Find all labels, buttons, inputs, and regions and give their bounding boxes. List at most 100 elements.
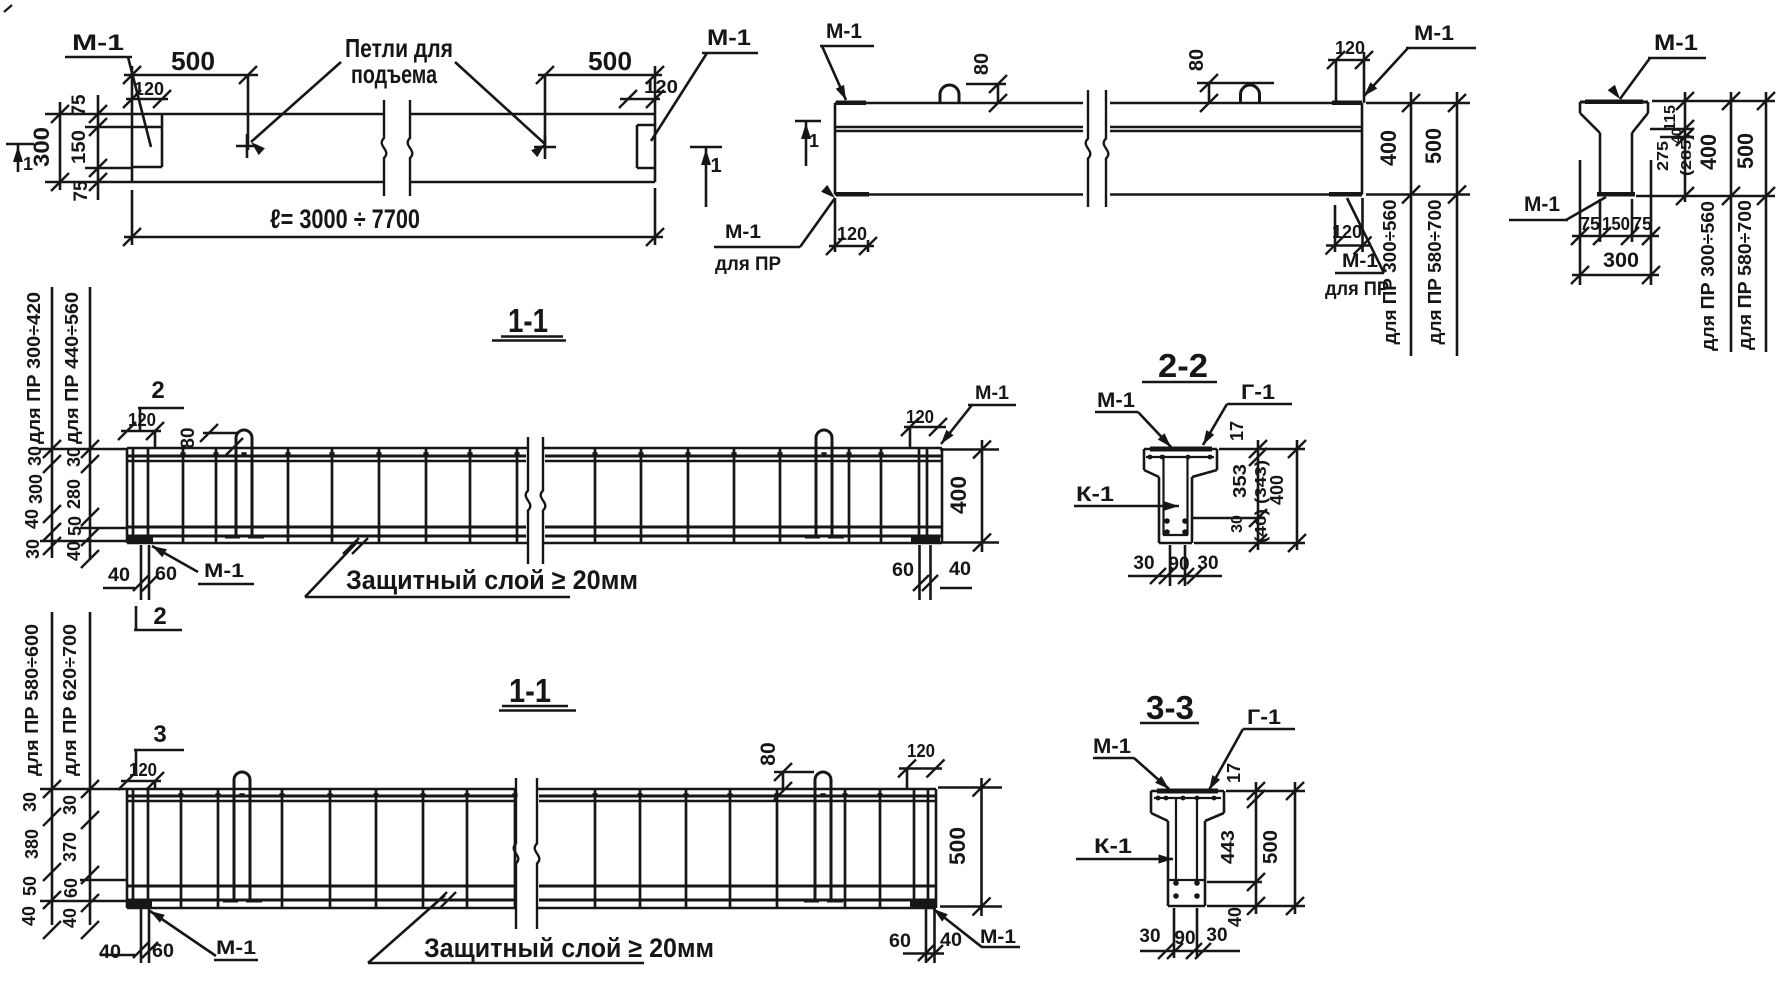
svg-text:300: 300 <box>29 127 54 167</box>
svg-text:для ПР 300÷560: для ПР 300÷560 <box>1380 200 1400 345</box>
svg-text:для ПР 300÷420: для ПР 300÷420 <box>24 292 44 444</box>
svg-text:М-1: М-1 <box>826 20 862 43</box>
svg-text:75: 75 <box>71 180 92 202</box>
svg-text:30: 30 <box>64 447 84 467</box>
svg-text:40: 40 <box>19 906 39 926</box>
svg-text:30: 30 <box>1133 553 1154 574</box>
svg-text:М-1: М-1 <box>725 222 761 243</box>
svg-text:500: 500 <box>171 46 215 76</box>
svg-text:М-1: М-1 <box>72 30 124 55</box>
svg-text:75: 75 <box>69 94 90 116</box>
svg-text:17: 17 <box>1224 763 1244 783</box>
svg-text:К-1: К-1 <box>1076 483 1114 506</box>
svg-text:120: 120 <box>1335 38 1365 58</box>
svg-text:30: 30 <box>1206 925 1227 946</box>
svg-text:120: 120 <box>907 741 935 761</box>
svg-text:30: 30 <box>60 795 80 815</box>
svg-text:75: 75 <box>1580 214 1600 234</box>
svg-text:для ПР 580÷700: для ПР 580÷700 <box>1425 200 1445 345</box>
svg-text:60: 60 <box>889 931 911 952</box>
svg-text:2: 2 <box>151 377 164 404</box>
svg-text:К-1: К-1 <box>1094 835 1132 858</box>
svg-text:30: 30 <box>1197 553 1218 574</box>
svg-text:75: 75 <box>1632 214 1652 234</box>
svg-text:120: 120 <box>837 224 867 244</box>
svg-text:40: 40 <box>1668 128 1684 144</box>
svg-text:Г-1: Г-1 <box>1247 706 1281 729</box>
svg-text:3: 3 <box>153 721 166 748</box>
svg-text:90: 90 <box>1174 928 1195 949</box>
svg-text:500: 500 <box>588 46 632 76</box>
svg-text:80: 80 <box>178 427 199 448</box>
svg-text:60: 60 <box>892 560 914 581</box>
svg-text:1: 1 <box>809 131 819 151</box>
svg-text:120: 120 <box>129 760 157 780</box>
svg-text:2: 2 <box>153 603 166 630</box>
svg-text:50: 50 <box>65 516 85 536</box>
svg-text:Г-1: Г-1 <box>1241 381 1275 404</box>
svg-text:для ПР 580÷700: для ПР 580÷700 <box>1735 200 1755 350</box>
svg-text:275: 275 <box>1655 141 1672 171</box>
svg-text:120: 120 <box>134 79 164 99</box>
svg-text:50: 50 <box>20 876 40 896</box>
svg-text:(343): (343) <box>1253 460 1270 504</box>
svg-text:для ПР 300÷560: для ПР 300÷560 <box>1698 201 1718 351</box>
svg-text:М-1: М-1 <box>1654 30 1698 55</box>
svg-text:М-1: М-1 <box>1093 735 1131 758</box>
svg-text:для ПР: для ПР <box>715 254 781 275</box>
svg-text:30: 30 <box>20 792 40 812</box>
svg-text:500: 500 <box>1421 128 1446 164</box>
svg-text:120: 120 <box>906 407 934 427</box>
svg-text:400: 400 <box>1376 130 1401 166</box>
svg-text:80: 80 <box>1186 49 1208 71</box>
svg-text:90: 90 <box>1168 554 1189 575</box>
svg-text:Петли для: Петли для <box>345 33 453 63</box>
svg-text:40: 40 <box>99 942 121 963</box>
svg-text:ℓ= 3000 ÷ 7700: ℓ= 3000 ÷ 7700 <box>270 204 420 234</box>
svg-text:500: 500 <box>945 827 970 865</box>
svg-text:120: 120 <box>128 410 156 430</box>
svg-text:для ПР 580÷600: для ПР 580÷600 <box>22 624 42 776</box>
svg-text:80: 80 <box>757 742 780 765</box>
svg-text:300: 300 <box>1603 249 1639 272</box>
svg-text:120: 120 <box>644 77 678 97</box>
svg-text:М-1: М-1 <box>1097 389 1135 412</box>
svg-text:40: 40 <box>22 509 42 529</box>
svg-text:40: 40 <box>108 565 130 586</box>
svg-text:М-1: М-1 <box>975 383 1009 404</box>
svg-text:500: 500 <box>1260 830 1282 864</box>
svg-text:30: 30 <box>1229 515 1246 533</box>
svg-text:60: 60 <box>152 941 174 962</box>
svg-text:М-1: М-1 <box>980 927 1016 948</box>
svg-text:30: 30 <box>25 446 45 466</box>
svg-text:Защитный слой ≥ 20мм: Защитный слой ≥ 20мм <box>424 933 714 963</box>
svg-text:3-3: 3-3 <box>1146 689 1194 726</box>
svg-text:353: 353 <box>1230 464 1250 498</box>
svg-text:М-1: М-1 <box>707 25 751 50</box>
svg-text:40: 40 <box>940 930 962 951</box>
svg-text:подъема: подъема <box>351 59 437 89</box>
svg-text:443: 443 <box>1218 830 1238 864</box>
svg-text:для ПР 440÷560: для ПР 440÷560 <box>62 292 82 444</box>
svg-text:30: 30 <box>1139 926 1160 947</box>
svg-text:М-1: М-1 <box>204 561 245 582</box>
svg-text:80: 80 <box>971 53 993 75</box>
svg-text:30: 30 <box>23 539 43 559</box>
svg-text:40: 40 <box>60 908 80 928</box>
svg-text:1-1: 1-1 <box>508 302 548 339</box>
svg-text:40: 40 <box>64 541 84 561</box>
svg-text:60: 60 <box>61 878 81 898</box>
svg-text:40: 40 <box>949 559 971 580</box>
svg-text:370: 370 <box>60 832 80 862</box>
svg-text:М-1: М-1 <box>1342 251 1378 272</box>
svg-text:1: 1 <box>23 154 33 174</box>
svg-text:2-2: 2-2 <box>1158 347 1208 384</box>
svg-text:120: 120 <box>1332 222 1362 242</box>
svg-text:400: 400 <box>946 476 971 514</box>
svg-text:Защитный слой ≥ 20мм: Защитный слой ≥ 20мм <box>346 565 638 595</box>
svg-text:40: 40 <box>1225 907 1245 927</box>
svg-text:150: 150 <box>1602 214 1630 234</box>
svg-text:для ПР: для ПР <box>1325 279 1389 300</box>
svg-text:400: 400 <box>1267 475 1287 505</box>
svg-text:380: 380 <box>22 829 42 859</box>
